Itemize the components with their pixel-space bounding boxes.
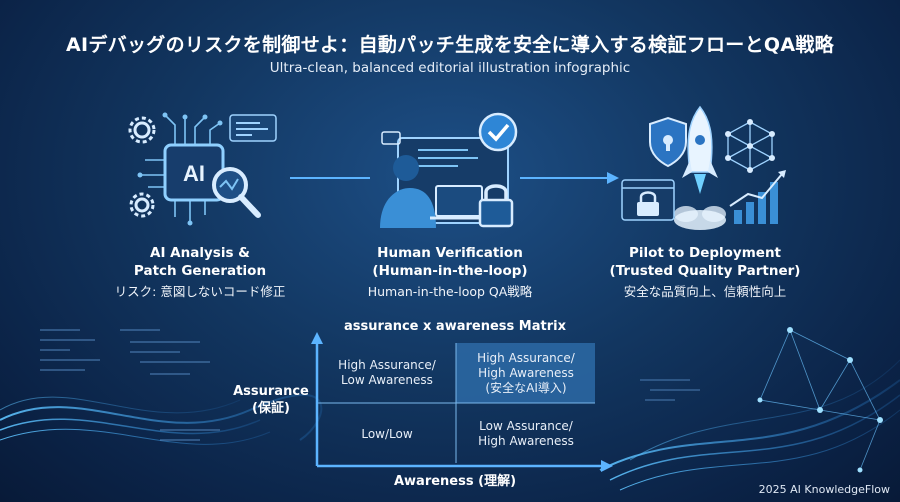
highlight-cell-bg [456,343,595,403]
gear-icon [128,116,156,218]
x-axis-label: Awareness (理解) [393,474,517,489]
network-decoration [759,329,881,471]
flow-arrows [290,172,619,184]
step-deployment-title-line1: Pilot to Deployment [628,245,782,261]
code-window-icon [229,114,277,142]
step-analysis-title-line2: Patch Generation [133,263,267,279]
laptop-icon [430,185,488,220]
matrix-grid [311,332,613,472]
step2-illustration [380,112,518,228]
y-axis-label: Assurance (保証) [226,383,316,417]
step-verification: Human Verification (Human-in-the-loop) H… [355,244,545,300]
left-wave-decoration [0,393,323,445]
step-verification-desc: Human-in-the-loop QA戦略 [367,284,533,299]
lock-icon [478,184,514,228]
speech-bubble-icon [381,131,401,145]
matrix-cell-top-right: High Assurance/ High Awareness (安全なAI導入) [477,350,575,395]
matrix-cell-bottom-left: Low/Low [361,426,413,441]
step3-illustration [621,105,786,230]
step-analysis-desc: リスク: 意図しないコード修正 [114,284,286,299]
rocket-icon [674,105,726,230]
page-title: AIデバッグのリスクを制御せよ：自動パッチ生成を安全に導入する検証フローとQA戦… [66,34,834,56]
page-subtitle: Ultra-clean, balanced editorial illustra… [269,60,631,76]
magnifier-icon [212,167,261,218]
footer-credit: 2025 AI KnowledgeFlow [758,483,890,496]
y-axis-label-line1: Assurance [233,384,309,399]
step-analysis-title-line1: AI Analysis & [150,245,250,261]
step1-illustration: AI [128,112,277,226]
matrix-cell-bottom-right: Low Assurance/ High Awareness [478,419,574,448]
bar-chart-icon [729,170,786,224]
browser-lock-icon [621,179,675,221]
shield-icon [649,116,687,168]
y-axis-label-line2: (保証) [252,401,290,416]
ai-chip-label: AI [183,161,205,186]
step-deployment-desc: 安全な品質向上、信頼性向上 [623,284,787,299]
left-code-decoration [40,329,220,441]
right-wave-decoration [599,359,900,491]
step-analysis: AI Analysis & Patch Generation リスク: 意図しな… [110,244,290,300]
step-verification-title-line2: (Human-in-the-loop) [372,263,528,279]
matrix-cell-top-left: High Assurance/ Low Awareness [338,358,436,387]
checkmark-icon [478,112,518,152]
step-deployment-title-line2: (Trusted Quality Partner) [609,263,801,279]
step-deployment: Pilot to Deployment (Trusted Quality Par… [590,244,820,300]
step-verification-title-line1: Human Verification [377,245,523,261]
matrix-title: assurance x awareness Matrix [344,319,566,334]
